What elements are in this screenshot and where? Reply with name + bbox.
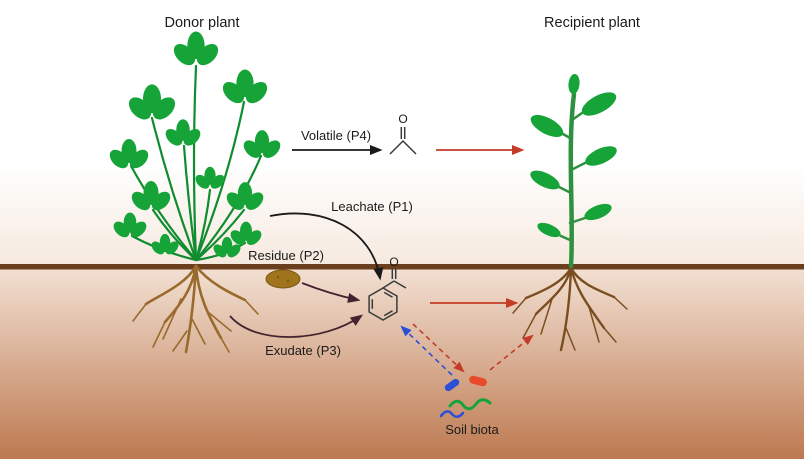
oxygen-atom-label: O: [389, 255, 398, 269]
root-strand: [534, 266, 573, 316]
molecule-bond: [393, 280, 407, 289]
bacterium-red: [469, 375, 487, 387]
leaf: [530, 114, 564, 138]
root-strand: [220, 337, 230, 353]
root-strand: [162, 298, 182, 340]
root-strand: [569, 266, 606, 330]
root-strand: [524, 266, 573, 300]
exudate-arrow: [229, 314, 364, 338]
oxygen-atom-label: O: [398, 112, 407, 126]
root-strand: [512, 297, 527, 314]
volatile-molecule: O: [389, 112, 417, 155]
volatile-pathway: Volatile (P4) O: [292, 112, 525, 156]
root-strand: [559, 266, 573, 352]
residue-speck: [276, 275, 280, 279]
root-strand: [522, 313, 537, 339]
microbe-green-worm: [448, 398, 492, 411]
root-strand: [184, 264, 198, 354]
molecule-bond: [382, 280, 395, 289]
leaf-petiole: [568, 216, 587, 225]
donor-plant-roots: [132, 264, 259, 354]
residue-label: Residue (P2): [248, 248, 324, 263]
leaf-petiole: [570, 111, 584, 122]
root-strand: [613, 296, 628, 310]
residue-speck: [286, 279, 290, 283]
plant-stem: [129, 164, 198, 262]
leaf: [584, 203, 612, 221]
leaf-petiole: [569, 161, 587, 172]
plant-stem: [194, 154, 263, 262]
donor-plant-title: Donor plant: [165, 15, 240, 31]
root-strand: [588, 306, 600, 343]
residue-blob: [265, 269, 301, 289]
root-strand: [132, 303, 147, 322]
residue-pathway: Residue (P2): [248, 248, 361, 303]
exudate-label: Exudate (P3): [265, 343, 341, 358]
leaf: [537, 222, 561, 238]
root-strand: [144, 264, 198, 306]
plant-stem: [151, 208, 198, 262]
ring-double-bond: [383, 310, 393, 317]
biota-to-compound-arrow: [400, 325, 453, 376]
benzene-ring: [368, 287, 398, 321]
root-strand: [190, 316, 206, 345]
leachate-arrow: [269, 212, 384, 281]
root-strand: [172, 330, 188, 352]
molecule-bond: [389, 139, 417, 155]
plant-stem: [194, 188, 212, 262]
root-strand: [152, 321, 166, 348]
plant-stem: [192, 64, 198, 262]
leachate-label: Leachate (P1): [331, 199, 413, 214]
root-strand: [603, 327, 617, 343]
soil-biota-label: Soil biota: [445, 422, 499, 437]
microbe-blue-worm: [439, 410, 465, 418]
leaf: [585, 146, 617, 166]
root-strand: [207, 311, 232, 332]
recipient-plant: [530, 74, 617, 269]
root-strand: [244, 299, 259, 315]
compound-to-biota-arrow: [412, 323, 465, 373]
root-strand: [565, 327, 576, 351]
recipient-plant-roots: [512, 266, 628, 352]
plant-stem: [182, 144, 198, 262]
root-strand: [569, 266, 616, 299]
bacterium-blue: [444, 378, 460, 392]
leaf: [581, 92, 617, 116]
donor-plant: [106, 31, 284, 262]
plant-stem: [150, 116, 198, 262]
ring-double-bond: [383, 291, 393, 298]
volatile-label: Volatile (P4): [301, 128, 371, 143]
soil-background: [0, 265, 804, 459]
leaf: [530, 170, 560, 190]
soil-biota: Soil biota: [439, 375, 500, 437]
leachate-pathway: Leachate (P1): [269, 199, 413, 281]
plant-stem: [194, 208, 246, 262]
plant-bud: [568, 74, 580, 94]
soil-compound-molecule: O: [368, 255, 407, 321]
plant-stem: [568, 91, 577, 269]
biota-to-roots-arrow: [489, 334, 534, 371]
root-strand: [194, 264, 247, 302]
leaf-petiole: [561, 132, 572, 140]
residue-arrow: [301, 282, 361, 303]
recipient-plant-title: Recipient plant: [544, 15, 640, 31]
root-strand: [540, 298, 553, 335]
leaf-petiole: [557, 185, 571, 194]
exudate-pathway: Exudate (P3): [229, 314, 364, 358]
leaf-petiole: [559, 234, 572, 242]
soil-line: [0, 264, 804, 270]
